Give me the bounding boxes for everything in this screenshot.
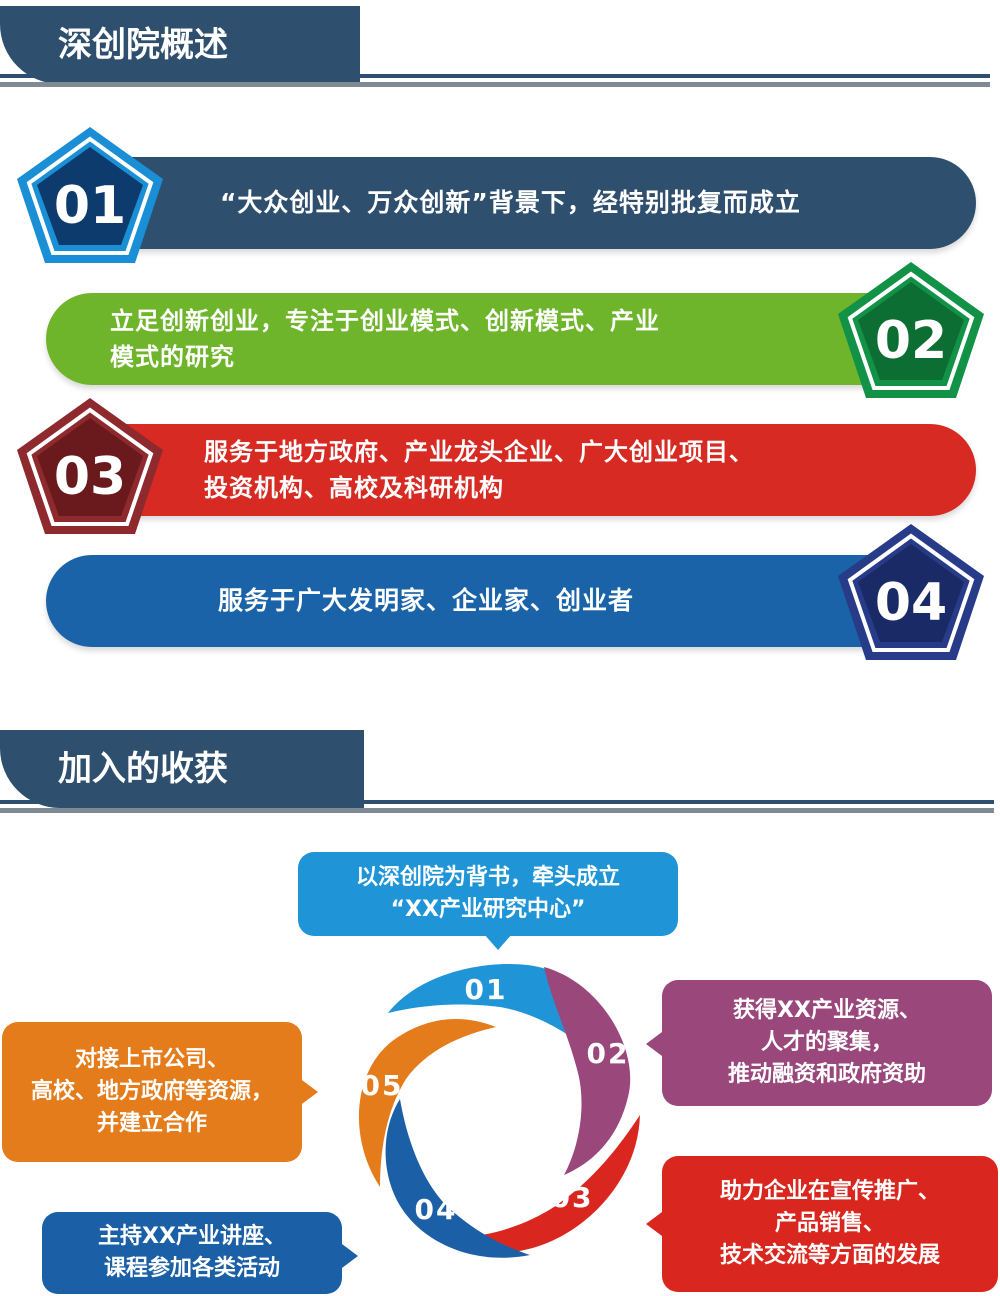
overview-item-text: “大众创业、万众创新”背景下，经特别批复而成立 [220, 188, 801, 217]
callout-03: 助力企业在宣传推广、 产品销售、 技术交流等方面的发展 [662, 1156, 998, 1292]
callout-text: 主持XX产业讲座、 [98, 1224, 286, 1249]
badge-number: 02 [875, 311, 947, 371]
overview-item-03: 服务于地方政府、产业龙头企业、广大创业项目、 投资机构、高校及科研机构 [80, 424, 976, 516]
callout-text: 助力企业在宣传推广、 [719, 1179, 940, 1204]
overview-item-text: 服务于地方政府、产业龙头企业、广大创业项目、 [204, 438, 754, 466]
overview-item-text: 服务于广大发明家、企业家、创业者 [218, 586, 635, 615]
segment-number: 01 [465, 973, 508, 1006]
badge-number: 03 [54, 447, 126, 507]
overview-item-text: 模式的研究 [110, 343, 235, 371]
badge-02: 02 [836, 260, 986, 400]
segment-number: 03 [551, 1181, 594, 1214]
cycle-diagram: 01 02 03 04 05 [358, 964, 640, 1258]
callout-text: 课程参加各类活动 [103, 1256, 280, 1281]
cycle-segment-05: 05 [358, 1018, 496, 1187]
callout-02: 获得XX产业资源、 人才的聚集， 推动融资和政府资助 [662, 980, 992, 1106]
callout-04: 主持XX产业讲座、 课程参加各类活动 [42, 1212, 342, 1294]
callout-pointer [302, 1080, 318, 1104]
overview-item-text: 投资机构、高校及科研机构 [204, 474, 504, 502]
cycle-segment-02: 02 [544, 967, 631, 1175]
segment-number: 05 [361, 1069, 404, 1102]
segment-number: 02 [587, 1037, 630, 1070]
callout-05: 对接上市公司、 高校、地方政府等资源， 并建立合作 [2, 1022, 302, 1162]
callout-pointer [484, 934, 512, 950]
badge-01: 01 [15, 125, 165, 265]
overview-item-04: 服务于广大发明家、企业家、创业者 [46, 555, 926, 647]
divider [0, 74, 990, 78]
badge-number: 04 [875, 573, 947, 633]
divider [0, 800, 994, 804]
badge-04: 04 [836, 522, 986, 662]
divider [0, 808, 994, 813]
callout-text: 并建立合作 [96, 1111, 207, 1136]
callout-01: 以深创院为背书，牵头成立 “XX产业研究中心” [298, 852, 678, 936]
callout-text: “XX产业研究中心” [390, 897, 586, 922]
cycle-segment-01: 01 [388, 964, 593, 1053]
section-header-overview: 深创院概述 [0, 6, 360, 84]
callout-text: 以深创院为背书，牵头成立 [355, 865, 620, 890]
overview-item-text: 立足创新创业，专注于创业模式、创新模式、产业 [110, 307, 660, 335]
badge-03: 03 [15, 396, 165, 536]
overview-item-01: “大众创业、万众创新”背景下，经特别批复而成立 [80, 157, 976, 249]
callout-text: 产品销售、 [774, 1211, 885, 1236]
segment-number: 04 [415, 1193, 458, 1226]
callout-pointer [342, 1244, 358, 1268]
callout-pointer [646, 1212, 662, 1236]
badge-number: 01 [54, 176, 126, 236]
overview-item-02: 立足创新创业，专注于创业模式、创新模式、产业 模式的研究 [46, 293, 926, 385]
callout-text: 推动融资和政府资助 [727, 1062, 926, 1087]
callout-text: 获得XX产业资源、 [733, 998, 921, 1023]
callout-pointer [646, 1032, 662, 1056]
section-title: 加入的收获 [58, 749, 228, 789]
divider [0, 82, 990, 87]
callout-text: 对接上市公司、 [74, 1047, 229, 1072]
cycle-segment-04: 04 [385, 1099, 530, 1258]
callout-text: 人才的聚集， [760, 1030, 893, 1055]
section-title: 深创院概述 [58, 25, 228, 65]
callout-text: 技术交流等方面的发展 [719, 1243, 940, 1268]
section-header-gains: 加入的收获 [0, 730, 364, 808]
callout-text: 高校、地方政府等资源， [30, 1079, 273, 1104]
